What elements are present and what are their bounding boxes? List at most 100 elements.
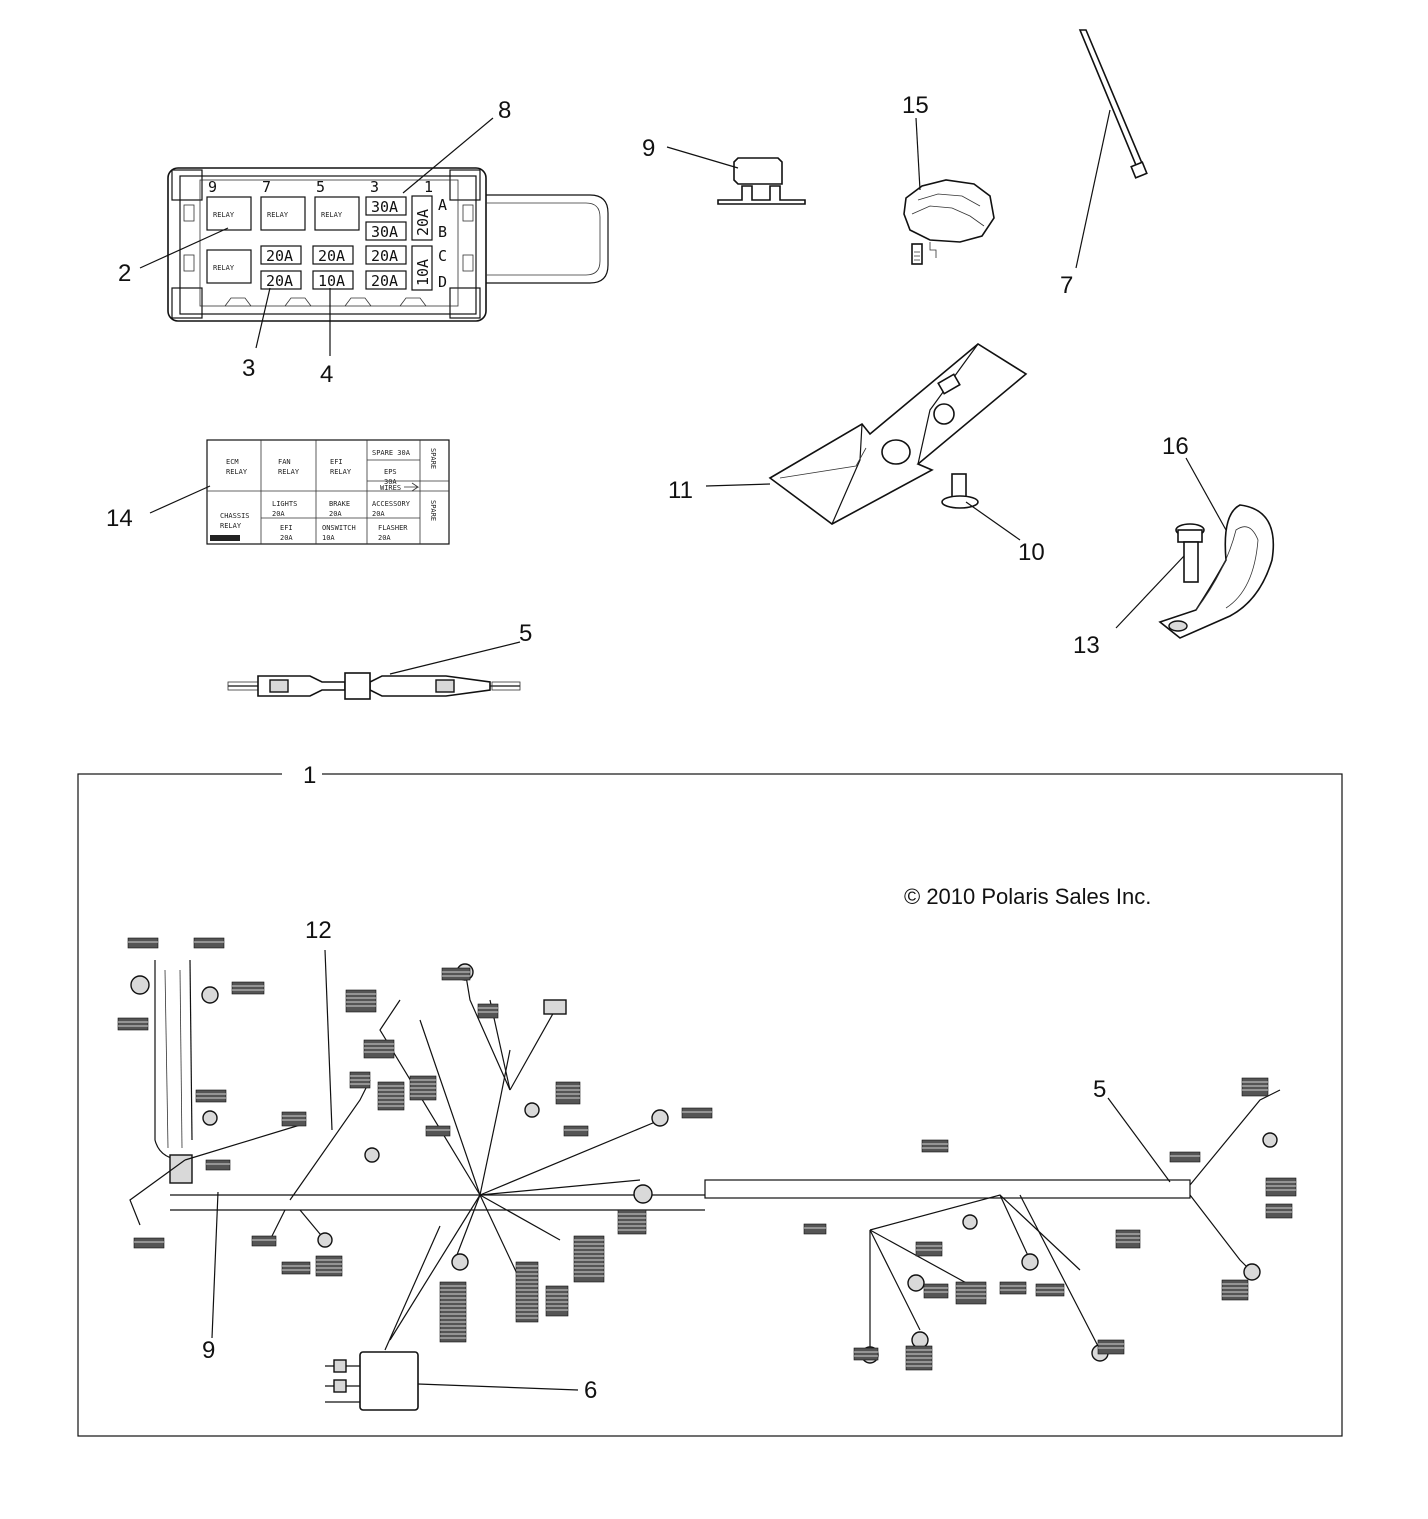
callout-5-fuse-holder: 5 — [519, 620, 532, 647]
row-c: C — [438, 247, 447, 265]
harness-tag — [439, 1281, 467, 1343]
relay-slot-1 — [206, 196, 252, 231]
harness-tag — [205, 1159, 231, 1171]
relay-slot-4 — [206, 249, 252, 284]
harness-tag — [921, 1139, 949, 1153]
callout-8: 8 — [498, 97, 511, 124]
push-rivet-part-10 — [941, 473, 979, 509]
harness-tag — [133, 1237, 165, 1249]
harness-tag — [1115, 1229, 1141, 1249]
harness-tag — [117, 1017, 149, 1031]
callout-9-harness: 9 — [202, 1337, 215, 1364]
relay-label-3: RELAY — [321, 211, 343, 219]
harness-tag — [193, 937, 225, 949]
fuse-box-num-5: 5 — [316, 178, 325, 196]
inline-fuse-holder — [227, 672, 521, 700]
harness-tag — [573, 1235, 605, 1283]
callout-15: 15 — [902, 92, 929, 119]
main-wire-harness — [129, 959, 705, 1341]
callout-5-harness: 5 — [1093, 1076, 1106, 1103]
harness-tag — [1265, 1203, 1293, 1219]
harness-tag — [803, 1223, 827, 1235]
harness-tag — [281, 1261, 311, 1275]
harness-tag — [923, 1283, 949, 1299]
fuse-a1: 30A — [371, 198, 398, 216]
secondary-wire-harness — [704, 1089, 1281, 1364]
callout-10: 10 — [1018, 539, 1045, 566]
harness-tag — [477, 1003, 499, 1019]
harness-tag — [441, 967, 471, 981]
row-a: A — [438, 196, 447, 214]
card-spare-vertical-bottom: SPARE — [429, 500, 437, 521]
callout-7: 7 — [1060, 272, 1073, 299]
callout-12: 12 — [305, 917, 332, 944]
p-clamp-part-16 — [1158, 504, 1275, 639]
harness-tag — [1221, 1279, 1249, 1301]
row-b: B — [438, 223, 447, 241]
callout-6: 6 — [584, 1377, 597, 1404]
harness-tag — [681, 1107, 713, 1119]
harness-tag — [281, 1111, 307, 1127]
harness-tag — [1035, 1283, 1065, 1297]
fuse-box-num-1: 1 — [424, 178, 433, 196]
harness-tag — [195, 1089, 227, 1103]
bolt-part-13 — [1175, 523, 1205, 583]
callout-1: 1 — [303, 762, 316, 789]
fuse-d2: 10A — [318, 272, 345, 290]
harness-tag — [425, 1125, 451, 1137]
fuse-b1: 30A — [371, 223, 398, 241]
callout-11: 11 — [668, 477, 693, 504]
fuse-d3: 20A — [266, 272, 293, 290]
harness-tag — [251, 1235, 277, 1247]
fuse-box: 9 7 5 3 1 RELAY RELAY RELAY RELAY 30A 30… — [167, 167, 609, 322]
fuse-d1: 20A — [371, 272, 398, 290]
harness-tag — [1097, 1339, 1125, 1355]
harness-tag — [1241, 1077, 1269, 1097]
callout-4: 4 — [320, 361, 333, 388]
harness-tag — [545, 1285, 569, 1317]
relay-slot-3 — [314, 196, 360, 231]
harness-tag — [915, 1241, 943, 1257]
harness-tag — [955, 1281, 987, 1305]
callout-16: 16 — [1162, 433, 1189, 460]
fuse-c3: 20A — [266, 247, 293, 265]
cable-tie-part-7 — [1078, 29, 1148, 179]
harness-tag — [555, 1081, 581, 1105]
harness-tag — [853, 1347, 879, 1361]
callout-13: 13 — [1073, 632, 1100, 659]
fuse-side-ab: 20A — [414, 209, 432, 236]
mounting-bracket-part-11 — [768, 343, 1028, 525]
callout-9-clip: 9 — [642, 135, 655, 162]
copyright-notice: © 2010 Polaris Sales Inc. — [904, 884, 1151, 909]
harness-frame — [77, 773, 1343, 1437]
relay-label-4: RELAY — [213, 264, 235, 272]
relay-label-1: RELAY — [213, 211, 235, 219]
fuse-box-num-3: 3 — [370, 178, 379, 196]
harness-tag — [363, 1039, 395, 1059]
harness-tag — [231, 981, 265, 995]
harness-tag — [515, 1261, 539, 1323]
fuse-box-num-9: 9 — [208, 178, 217, 196]
harness-tags — [117, 937, 1297, 1371]
harness-tag — [315, 1255, 343, 1277]
relay-slot-2 — [260, 196, 306, 231]
relay-part-6 — [325, 1351, 419, 1411]
fuse-c1: 20A — [371, 247, 398, 265]
callout-3: 3 — [242, 355, 255, 382]
card-spare-vertical-top: SPARE — [429, 448, 437, 469]
harness-tag — [345, 989, 377, 1013]
harness-tag — [127, 937, 159, 949]
card-wires: WIRES — [380, 484, 401, 492]
connector-clip-part-9 — [717, 157, 806, 205]
